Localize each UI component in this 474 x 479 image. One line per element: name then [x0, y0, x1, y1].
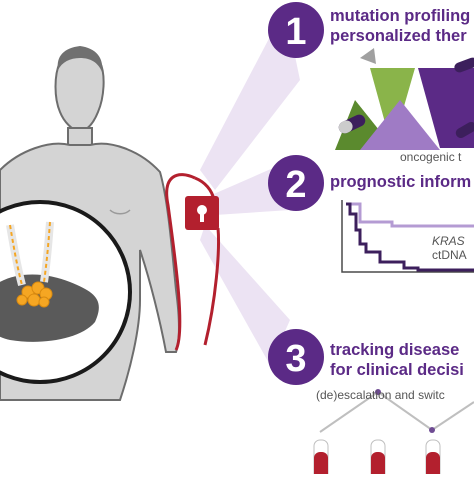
step-3-number: 3: [285, 338, 306, 380]
step-2-title: prognostic inform: [330, 173, 472, 191]
escalation-label: (de)escalation and switc: [316, 388, 445, 402]
ctdna-label: ctDNA: [432, 248, 467, 262]
pill-icon: [338, 114, 366, 134]
step-3-title-line2: for clinical decisi: [330, 361, 464, 379]
step-1-title-line1: mutation profiling: [330, 7, 471, 25]
blood-tube-icon: [425, 439, 441, 479]
step-1-badge: 1: [268, 2, 324, 58]
blood-tube-icon: [313, 439, 329, 479]
blood-tube-icon: [370, 439, 386, 479]
pancreas-magnifier: [0, 200, 132, 384]
step-1-title-line2: personalized ther: [330, 27, 467, 45]
step-2-number: 2: [285, 164, 306, 206]
step-1-number: 1: [285, 11, 306, 53]
pill-icon: [454, 57, 474, 73]
oncogenic-targets-illustration: [335, 48, 474, 150]
pill-icon: [455, 122, 474, 138]
prognostic-survival-plot: [341, 200, 474, 273]
step-3-badge: 3: [268, 329, 324, 385]
tracking-timeline: [319, 389, 474, 433]
secure-lock-icon: [185, 196, 219, 230]
oncogenic-label: oncogenic t: [400, 150, 462, 164]
connector-beams: [200, 8, 300, 365]
step-3-title-line1: tracking disease: [330, 341, 460, 359]
kras-label: KRAS: [432, 234, 465, 248]
step-2-badge: 2: [268, 155, 324, 211]
